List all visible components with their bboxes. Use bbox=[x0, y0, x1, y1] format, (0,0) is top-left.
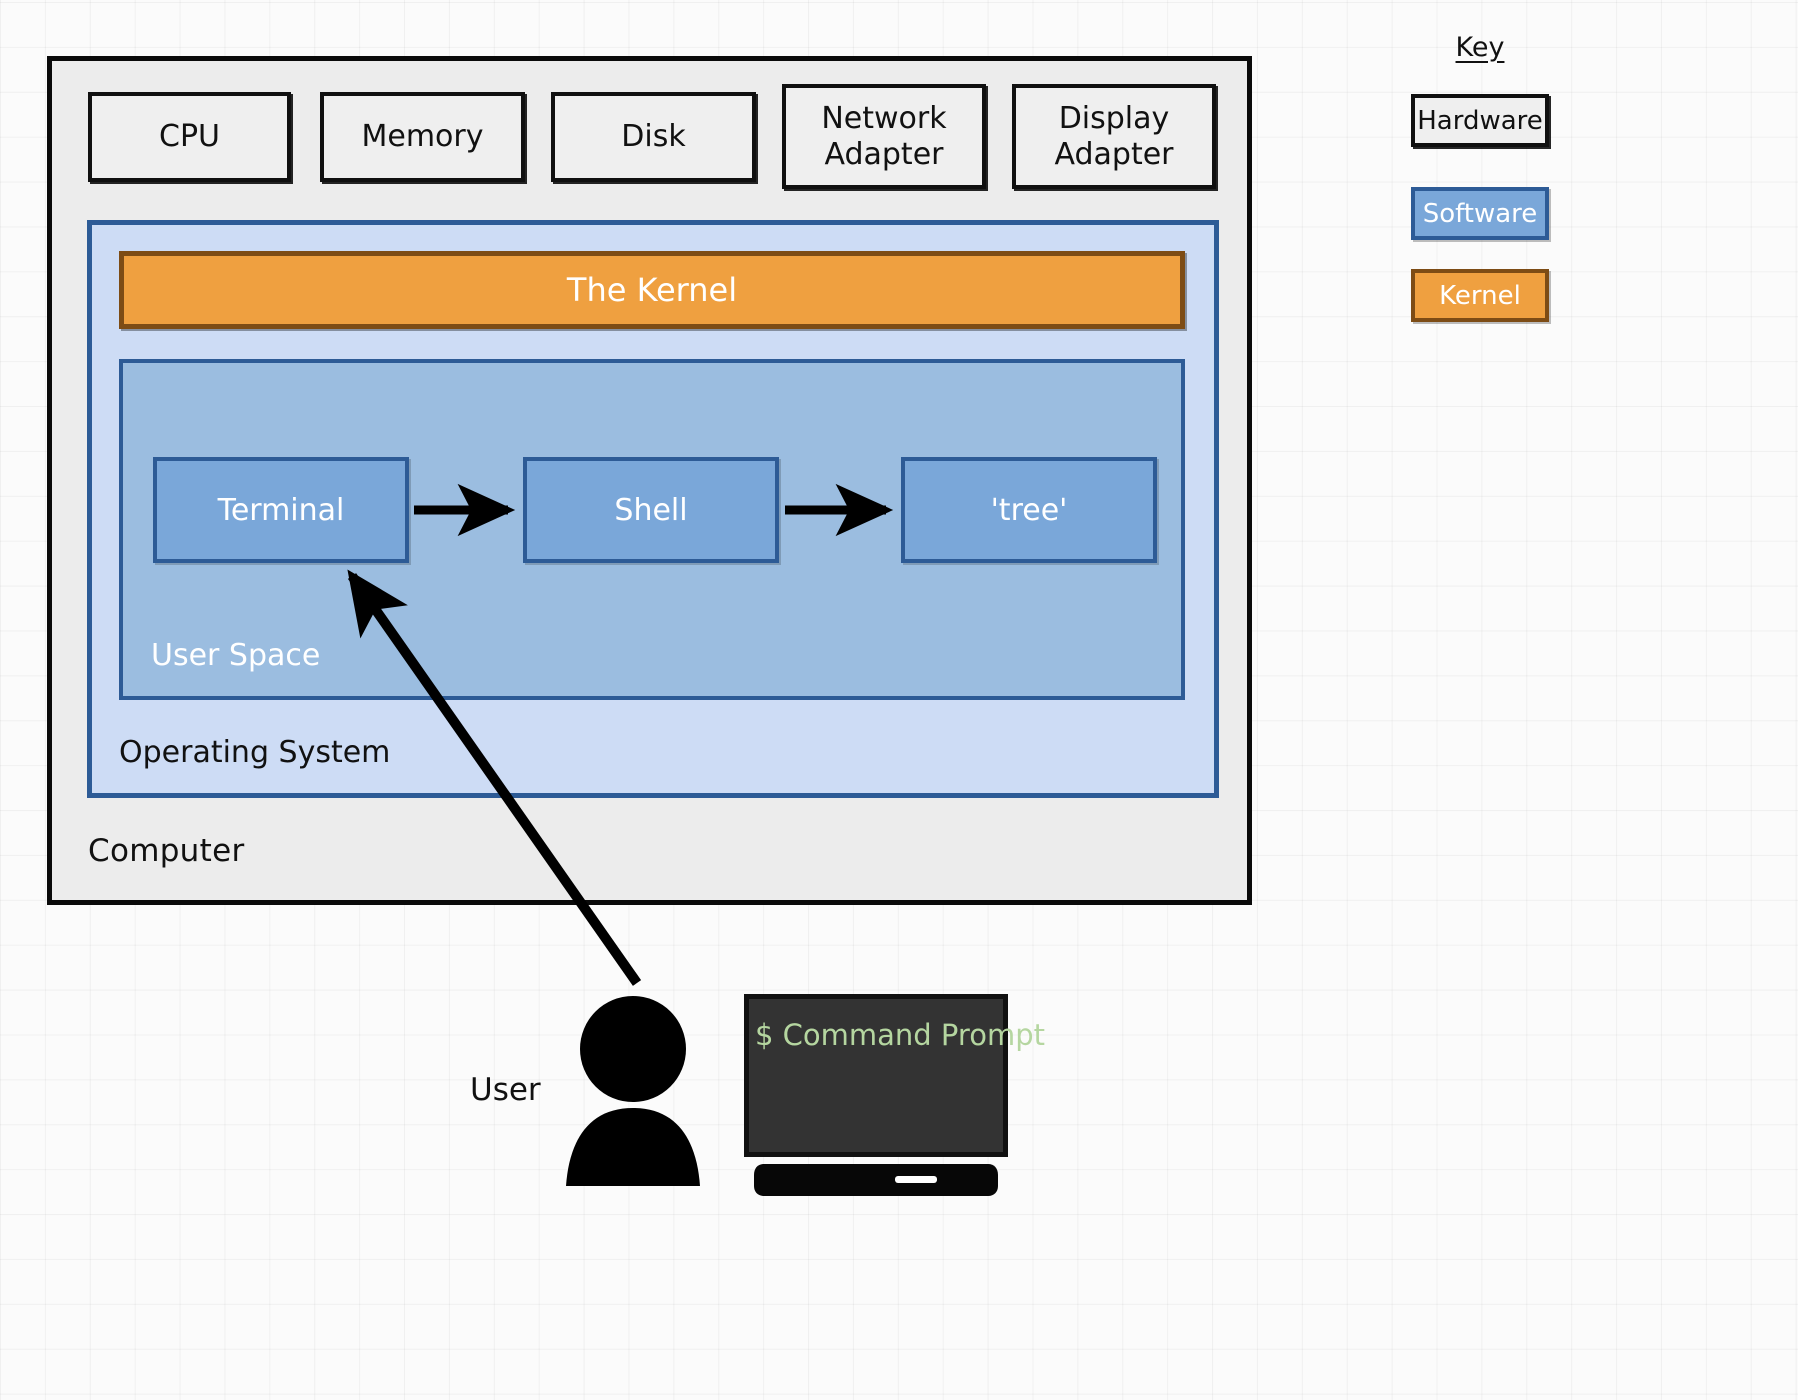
process-label-tree: 'tree' bbox=[990, 492, 1068, 528]
hardware-label-display-adapter: Display Adapter bbox=[1054, 101, 1174, 172]
hardware-box-display-adapter[interactable]: Display Adapter bbox=[1012, 84, 1216, 189]
process-box-tree[interactable]: 'tree' bbox=[901, 457, 1157, 563]
hardware-box-disk[interactable]: Disk bbox=[551, 92, 756, 182]
key-item-software[interactable]: Software bbox=[1411, 187, 1549, 240]
process-box-terminal[interactable]: Terminal bbox=[153, 457, 409, 563]
monitor-screen bbox=[749, 999, 1003, 1152]
process-label-shell: Shell bbox=[614, 492, 688, 528]
process-box-shell[interactable]: Shell bbox=[523, 457, 779, 563]
hardware-label-memory: Memory bbox=[361, 119, 484, 155]
monitor-prompt-text-wrapper: $ Command Prompt bbox=[755, 1016, 1045, 1054]
computer-monitor-icon bbox=[744, 994, 1008, 1196]
key-label-hardware: Hardware bbox=[1417, 105, 1543, 136]
operating-system-label: Operating System bbox=[119, 735, 391, 770]
user-label: User bbox=[470, 1072, 541, 1108]
kernel-label: The Kernel bbox=[566, 271, 738, 309]
hardware-label-cpu: CPU bbox=[159, 119, 220, 155]
hardware-box-memory[interactable]: Memory bbox=[320, 92, 525, 182]
key-item-kernel[interactable]: Kernel bbox=[1411, 269, 1549, 322]
hardware-label-network-adapter: Network Adapter bbox=[821, 101, 947, 172]
hardware-box-cpu[interactable]: CPU bbox=[88, 92, 291, 182]
hardware-label-disk: Disk bbox=[621, 119, 686, 155]
key-label-software: Software bbox=[1422, 198, 1538, 229]
user-person-icon bbox=[566, 996, 700, 1186]
monitor-prompt-text: $ Command Prompt bbox=[755, 1018, 1045, 1052]
key-label-kernel: Kernel bbox=[1439, 280, 1521, 311]
user-space-label: User Space bbox=[151, 638, 321, 673]
hardware-box-network-adapter[interactable]: Network Adapter bbox=[782, 84, 986, 189]
process-label-terminal: Terminal bbox=[217, 492, 345, 528]
key-item-hardware[interactable]: Hardware bbox=[1411, 94, 1549, 147]
key-title: Key bbox=[1455, 32, 1505, 63]
computer-label: Computer bbox=[88, 833, 245, 869]
kernel-box[interactable]: The Kernel bbox=[119, 251, 1185, 329]
